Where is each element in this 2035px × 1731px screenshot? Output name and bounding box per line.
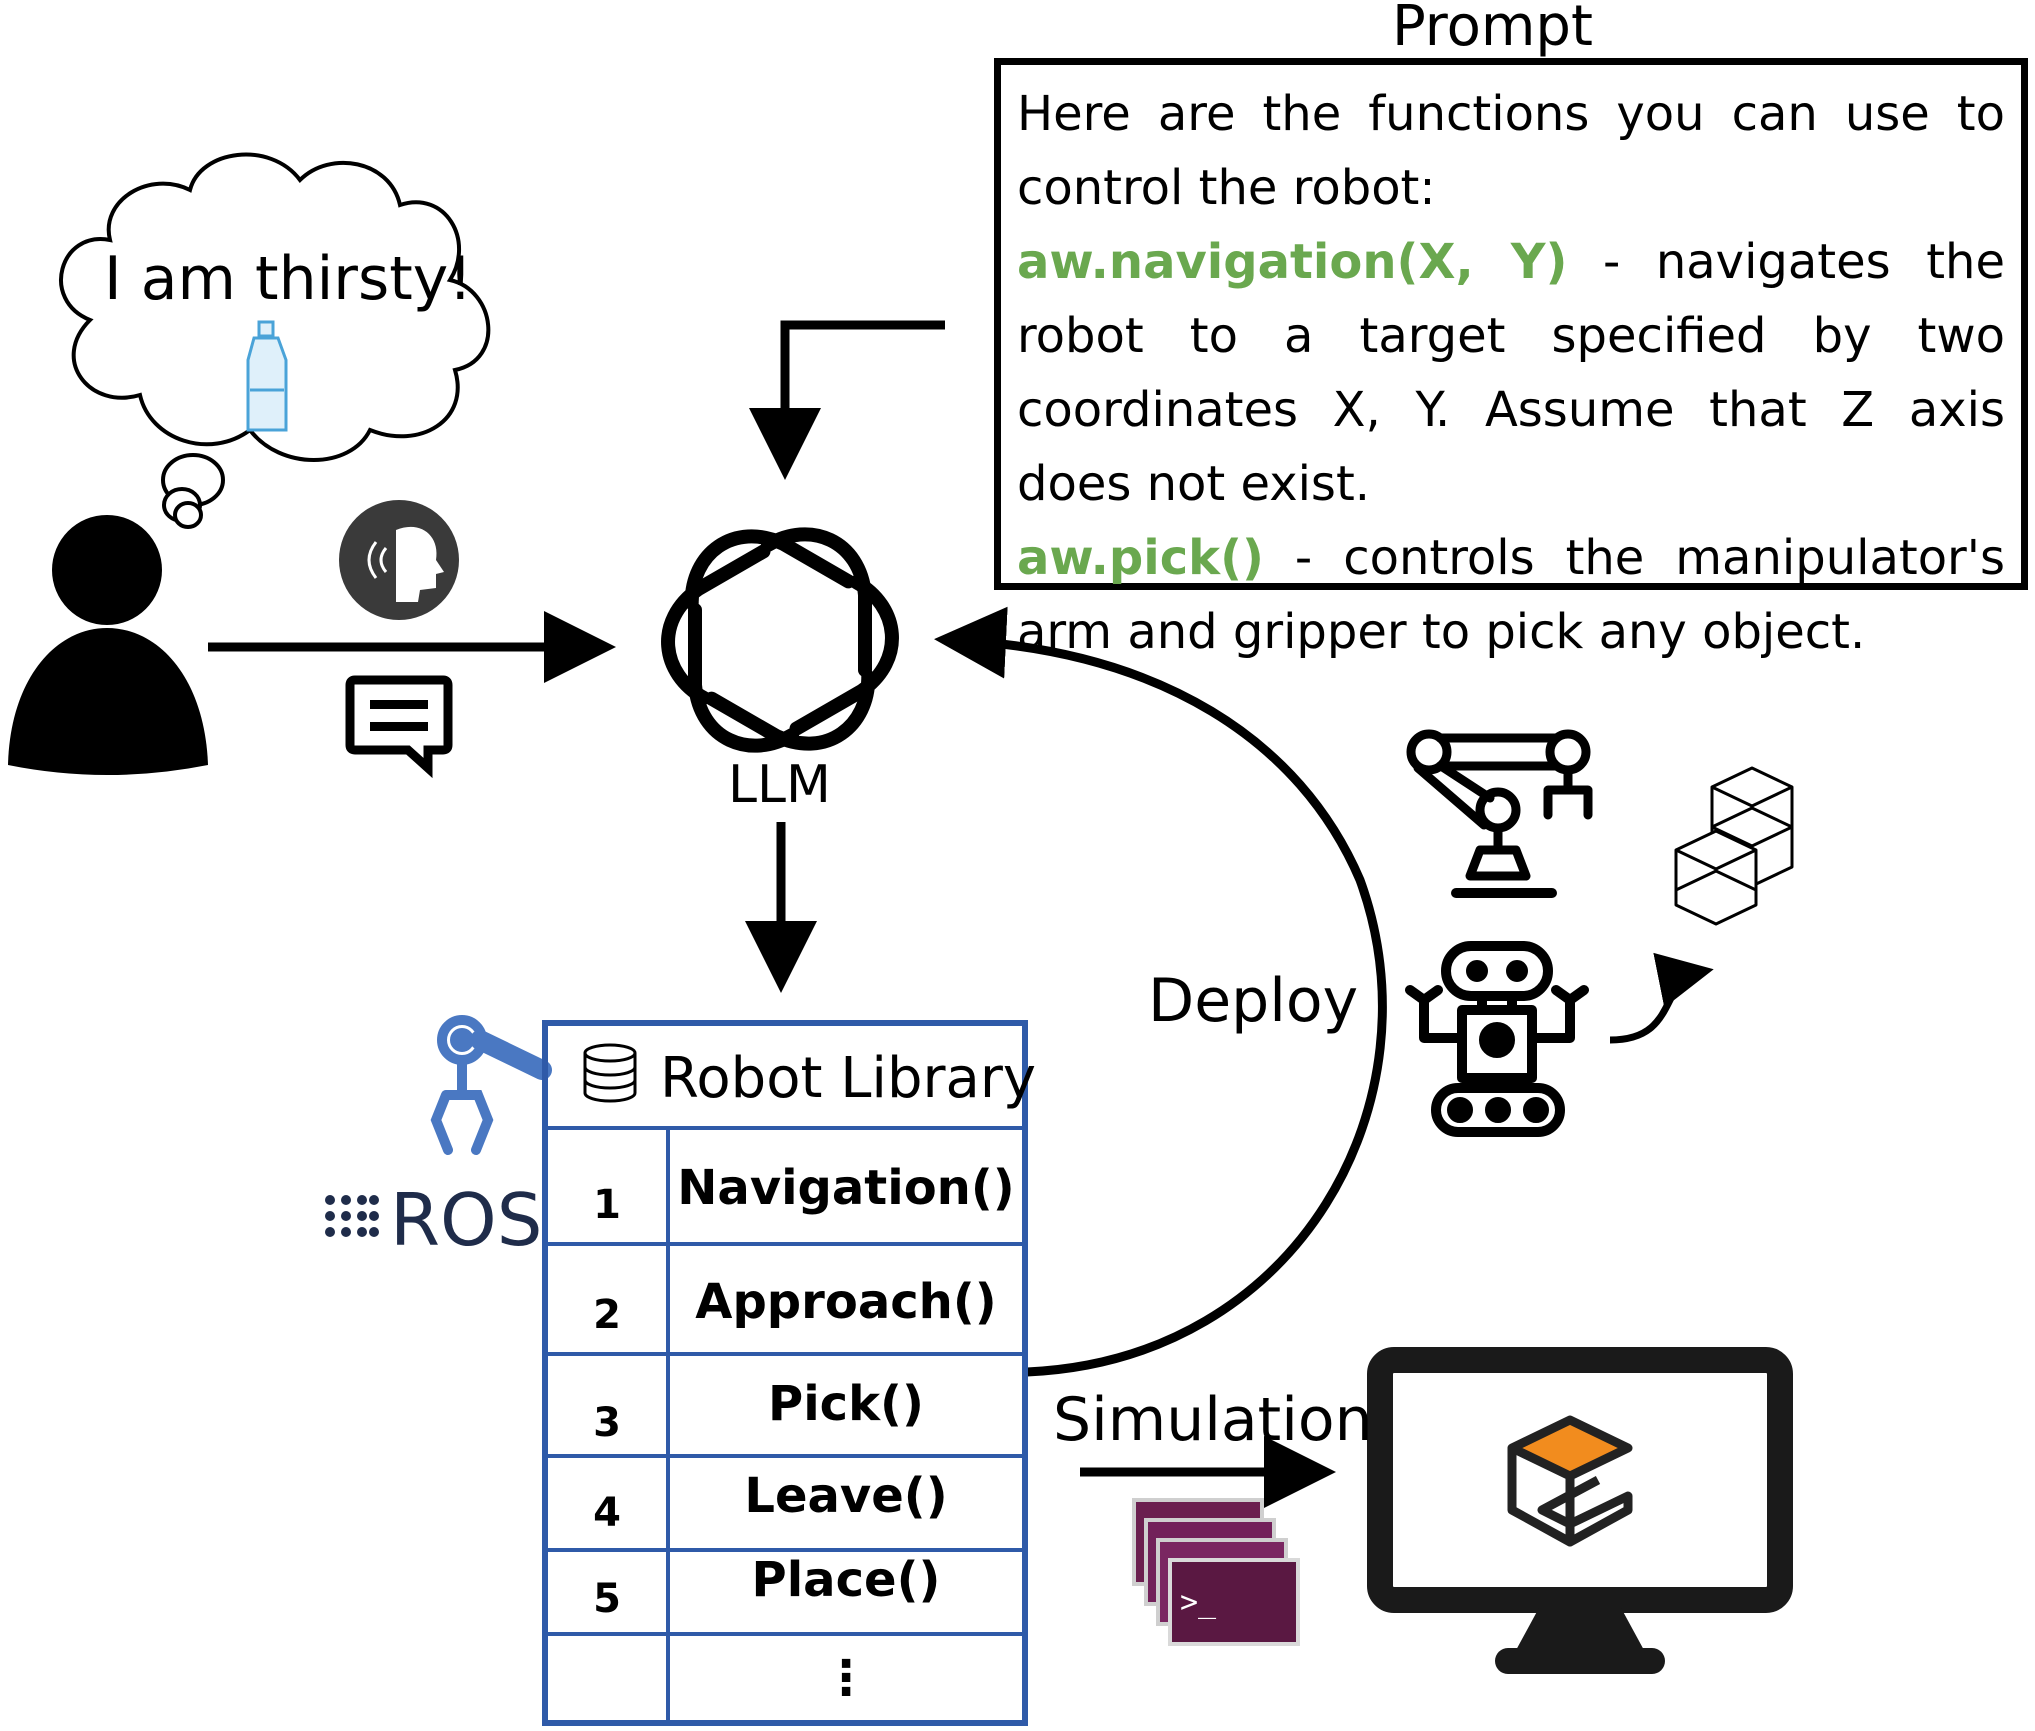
row-number: 1 — [593, 1182, 621, 1228]
prompt-to-llm-arrow — [749, 320, 945, 480]
row-function: ⋮ — [822, 1650, 870, 1706]
library-row: 3 Pick() — [548, 1356, 1022, 1458]
library-title: Robot Library — [660, 1046, 1037, 1111]
ros-dots-icon — [325, 1195, 379, 1237]
library-header: Robot Library — [548, 1026, 1036, 1130]
svg-text:>_: >_ — [1180, 1585, 1217, 1620]
simulation-label: Simulation — [1053, 1385, 1373, 1455]
person-icon — [8, 515, 208, 775]
column-divider — [666, 1458, 670, 1548]
chat-icon — [345, 675, 453, 779]
row-number: 4 — [593, 1490, 621, 1536]
column-divider — [666, 1552, 670, 1632]
row-function: Leave() — [744, 1468, 948, 1524]
thought-cloud-icon — [59, 152, 491, 529]
row-function: Pick() — [768, 1376, 924, 1432]
row-number: 5 — [593, 1576, 621, 1622]
library-row: 5 Place() — [548, 1552, 1022, 1636]
library-row: 1 Navigation() — [548, 1130, 1022, 1246]
function-name: aw.pick() — [1017, 530, 1264, 586]
prompt-title: Prompt — [1392, 0, 1593, 59]
gazebo-logo-icon — [1507, 1415, 1633, 1547]
database-icon — [583, 1043, 637, 1103]
robot-library-table: Robot Library 1 Navigation() 2 Approach(… — [542, 1020, 1036, 1726]
row-function: Approach() — [695, 1274, 997, 1330]
column-divider — [666, 1130, 670, 1242]
deploy-label: Deploy — [1148, 966, 1359, 1036]
library-row: ⋮ — [548, 1636, 1022, 1720]
function-description: - navigates the robot to a target specif… — [1017, 234, 2005, 512]
library-row: 4 Leave() — [548, 1458, 1022, 1552]
monitor-icon — [1367, 1347, 1793, 1674]
column-divider — [666, 1356, 670, 1454]
library-row: 2 Approach() — [548, 1246, 1022, 1356]
llm-label: LLM — [728, 755, 831, 815]
function-description: - controls the manipulator's arm and gri… — [1017, 530, 2005, 660]
row-number: 2 — [593, 1292, 621, 1338]
thought-text: I am thirsty! — [104, 244, 473, 314]
mobile-robot-icon — [1405, 941, 1589, 1137]
column-divider — [666, 1636, 670, 1720]
water-bottle-icon — [246, 320, 288, 432]
prompt-box: Here are the functions you can use to co… — [994, 58, 2028, 660]
row-function: Place() — [751, 1552, 941, 1608]
prompt-function-pick: aw.pick() - controls the manipulator's a… — [1017, 521, 2005, 669]
prompt-intro: Here are the functions you can use to co… — [1017, 86, 2005, 216]
openai-logo-icon — [646, 514, 914, 767]
row-number: 3 — [593, 1400, 621, 1446]
function-name: aw.navigation(X, Y) — [1017, 234, 1568, 290]
voice-icon — [339, 500, 459, 620]
ros-arm-icon — [430, 1015, 552, 1155]
terminal-stack-icon: >_ — [1132, 1498, 1300, 1646]
robot-arm-icon — [1406, 729, 1593, 898]
prompt-function-navigation: aw.navigation(X, Y) - navigates the robo… — [1017, 225, 2005, 521]
row-function: Navigation() — [677, 1160, 1015, 1216]
ros-label: ROS — [390, 1178, 543, 1262]
robot-to-boxes-arrow — [1609, 952, 1714, 1044]
boxes-icon — [1674, 766, 1794, 926]
deploy-curve-arrow — [934, 606, 1387, 1377]
column-divider — [666, 1246, 670, 1352]
